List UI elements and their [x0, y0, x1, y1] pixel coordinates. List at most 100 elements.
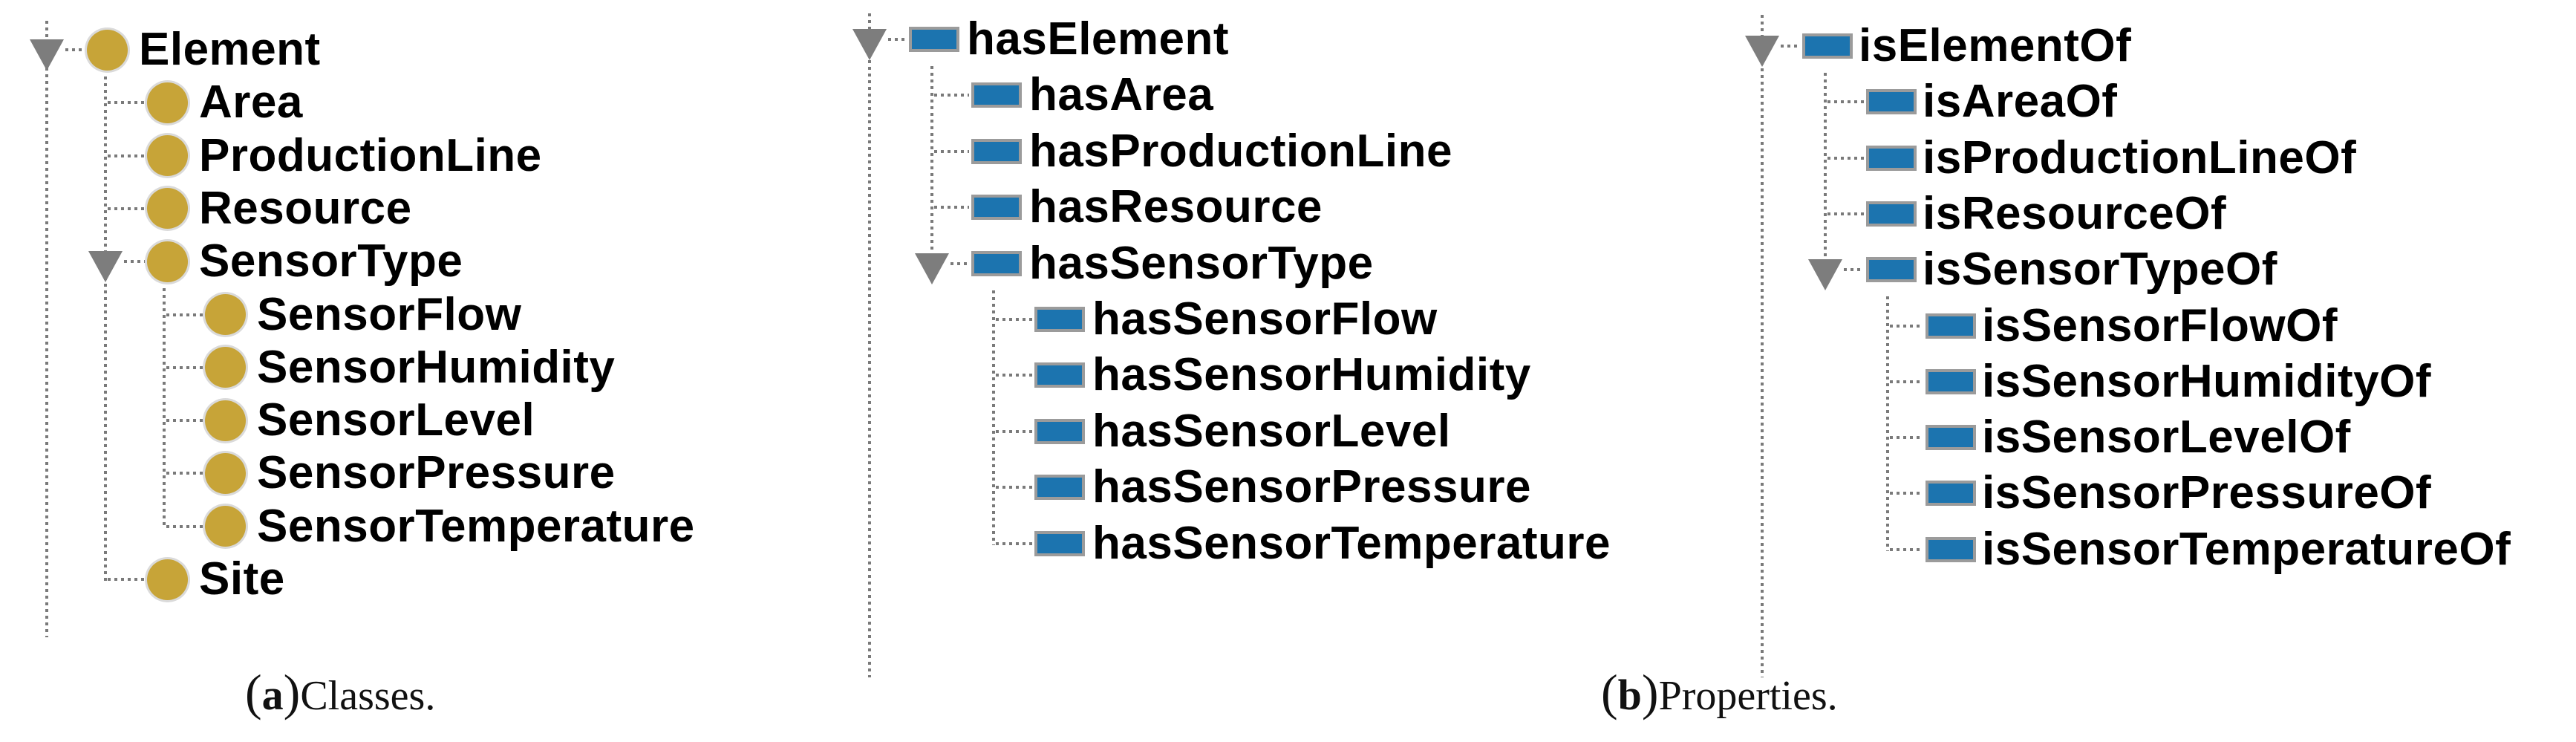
- tree-node-label[interactable]: SensorPressure: [257, 447, 616, 499]
- expander-down-icon[interactable]: [915, 253, 949, 284]
- tree-row[interactable]: SensorPressure: [205, 447, 616, 499]
- tree-row[interactable]: isResourceOf: [1866, 188, 2226, 240]
- tree-row[interactable]: hasSensorTemperature: [1034, 518, 1611, 570]
- tree-node-label[interactable]: hasArea: [1029, 69, 1214, 121]
- tree-node-label[interactable]: isSensorPressureOf: [1982, 467, 2432, 519]
- tree-row[interactable]: Site: [147, 553, 285, 605]
- tree-connector-line: [65, 48, 85, 51]
- caption-b-close-paren: ): [1641, 664, 1659, 720]
- tree-row[interactable]: ProductionLine: [147, 130, 542, 182]
- tree-row[interactable]: Area: [147, 77, 303, 128]
- expander-down-icon[interactable]: [88, 251, 123, 283]
- tree-row[interactable]: hasElement: [909, 13, 1229, 65]
- expander-down-icon[interactable]: [1808, 259, 1842, 291]
- tree-node-label[interactable]: hasResource: [1029, 181, 1323, 233]
- tree-node-label[interactable]: Resource: [199, 182, 412, 234]
- tree-node-label[interactable]: SensorType: [199, 235, 463, 287]
- tree-node-label[interactable]: isAreaOf: [1923, 76, 2118, 128]
- property-icon: [1866, 257, 1917, 283]
- tree-row[interactable]: isSensorPressureOf: [1926, 467, 2431, 519]
- expander-down-icon[interactable]: [30, 39, 64, 71]
- tree-node-label[interactable]: isProductionLineOf: [1923, 131, 2357, 183]
- tree-node-label[interactable]: hasProductionLine: [1029, 125, 1452, 177]
- tree-connector-line: [108, 154, 145, 157]
- tree-node-label[interactable]: hasSensorFlow: [1092, 293, 1438, 345]
- tree-row[interactable]: SensorFlow: [205, 289, 521, 341]
- tree-row[interactable]: isElementOf: [1802, 20, 2131, 72]
- expander-down-icon[interactable]: [1745, 36, 1779, 67]
- tree-node-label[interactable]: SensorFlow: [257, 288, 522, 340]
- tree-node-label[interactable]: ProductionLine: [199, 129, 542, 181]
- tree-row[interactable]: hasArea: [971, 69, 1213, 121]
- tree-node-label[interactable]: hasSensorPressure: [1092, 461, 1531, 513]
- tree-row[interactable]: SensorType: [147, 235, 463, 287]
- property-icon: [971, 82, 1022, 108]
- property-icon: [1866, 89, 1917, 115]
- tree-node-label[interactable]: isSensorHumidityOf: [1982, 355, 2431, 407]
- tree-row[interactable]: isSensorHumidityOf: [1926, 356, 2431, 408]
- tree-row[interactable]: hasSensorType: [971, 238, 1374, 290]
- tree-row[interactable]: hasProductionLine: [971, 126, 1452, 178]
- tree-row[interactable]: isSensorTypeOf: [1866, 244, 2277, 296]
- tree-node-label[interactable]: SensorLevel: [257, 394, 535, 446]
- tree-node-label[interactable]: SensorHumidity: [257, 341, 616, 393]
- tree-row[interactable]: isAreaOf: [1866, 76, 2117, 128]
- tree-root-guide-line: [45, 21, 48, 637]
- tree-row[interactable]: hasResource: [971, 181, 1323, 233]
- property-icon: [1034, 530, 1085, 556]
- tree-row[interactable]: hasSensorPressure: [1034, 461, 1531, 513]
- tree-root-guide-line: [1761, 15, 1764, 677]
- class-icon: [205, 452, 246, 494]
- caption-b: (b)Properties.: [1601, 663, 1838, 722]
- class-icon: [205, 506, 246, 547]
- tree-node-label[interactable]: hasSensorLevel: [1092, 405, 1451, 457]
- tree-node-label[interactable]: SensorTemperature: [257, 500, 695, 552]
- tree-node-label[interactable]: isSensorTypeOf: [1923, 244, 2277, 296]
- tree-node-label[interactable]: Element: [139, 24, 321, 75]
- tree-node-label[interactable]: isResourceOf: [1923, 187, 2227, 239]
- tree-connector-line: [1890, 324, 1923, 328]
- tree-row[interactable]: isSensorTemperatureOf: [1926, 524, 2511, 576]
- tree-connector-line: [996, 429, 1032, 433]
- tree-node-label[interactable]: isSensorTemperatureOf: [1982, 523, 2511, 575]
- tree-connector-line: [1890, 492, 1923, 495]
- tree-row[interactable]: Resource: [147, 183, 412, 235]
- tree-connector-line: [108, 206, 145, 210]
- tree-connector-line: [950, 261, 969, 265]
- tree-connector-line: [1844, 268, 1864, 272]
- property-icon: [1034, 362, 1085, 388]
- expander-down-icon[interactable]: [852, 29, 887, 60]
- tree-connector-line: [124, 260, 145, 264]
- caption-a-marker: a: [261, 671, 284, 719]
- tree-node-label[interactable]: isSensorLevelOf: [1982, 411, 2351, 463]
- property-icon: [1866, 145, 1917, 171]
- tree-row[interactable]: isSensorFlowOf: [1926, 300, 2338, 352]
- caption-b-marker: b: [1617, 671, 1642, 719]
- tree-row[interactable]: isProductionLineOf: [1866, 132, 2356, 184]
- property-icon: [971, 195, 1022, 221]
- tree-node-label[interactable]: hasSensorType: [1029, 237, 1374, 289]
- tree-row[interactable]: Element: [87, 24, 321, 76]
- tree-root-guide-line: [868, 13, 871, 677]
- tree-row[interactable]: hasSensorLevel: [1034, 406, 1451, 458]
- tree-row[interactable]: hasSensorFlow: [1034, 293, 1438, 345]
- tree-node-label[interactable]: hasSensorHumidity: [1092, 349, 1531, 401]
- tree-row[interactable]: isSensorLevelOf: [1926, 411, 2351, 463]
- property-icon: [971, 138, 1022, 164]
- tree-connector-line: [996, 541, 1032, 545]
- tree-node-label[interactable]: Area: [199, 77, 303, 128]
- tree-node-label[interactable]: isSensorFlowOf: [1982, 299, 2338, 351]
- tree-row[interactable]: SensorTemperature: [205, 501, 695, 553]
- tree-row[interactable]: SensorHumidity: [205, 342, 615, 394]
- tree-connector-line: [163, 288, 166, 528]
- tree-node-label[interactable]: hasSensorTemperature: [1092, 517, 1611, 569]
- property-icon: [1926, 425, 1976, 451]
- tree-node-label[interactable]: Site: [199, 553, 285, 605]
- tree-node-label[interactable]: hasElement: [967, 13, 1230, 65]
- tree-connector-line: [992, 290, 995, 545]
- caption-a: (a)Classes.: [245, 663, 435, 722]
- caption-a-open-paren: (: [245, 664, 262, 720]
- tree-row[interactable]: SensorLevel: [205, 394, 535, 446]
- tree-row[interactable]: hasSensorHumidity: [1034, 349, 1531, 401]
- tree-node-label[interactable]: isElementOf: [1859, 20, 2132, 71]
